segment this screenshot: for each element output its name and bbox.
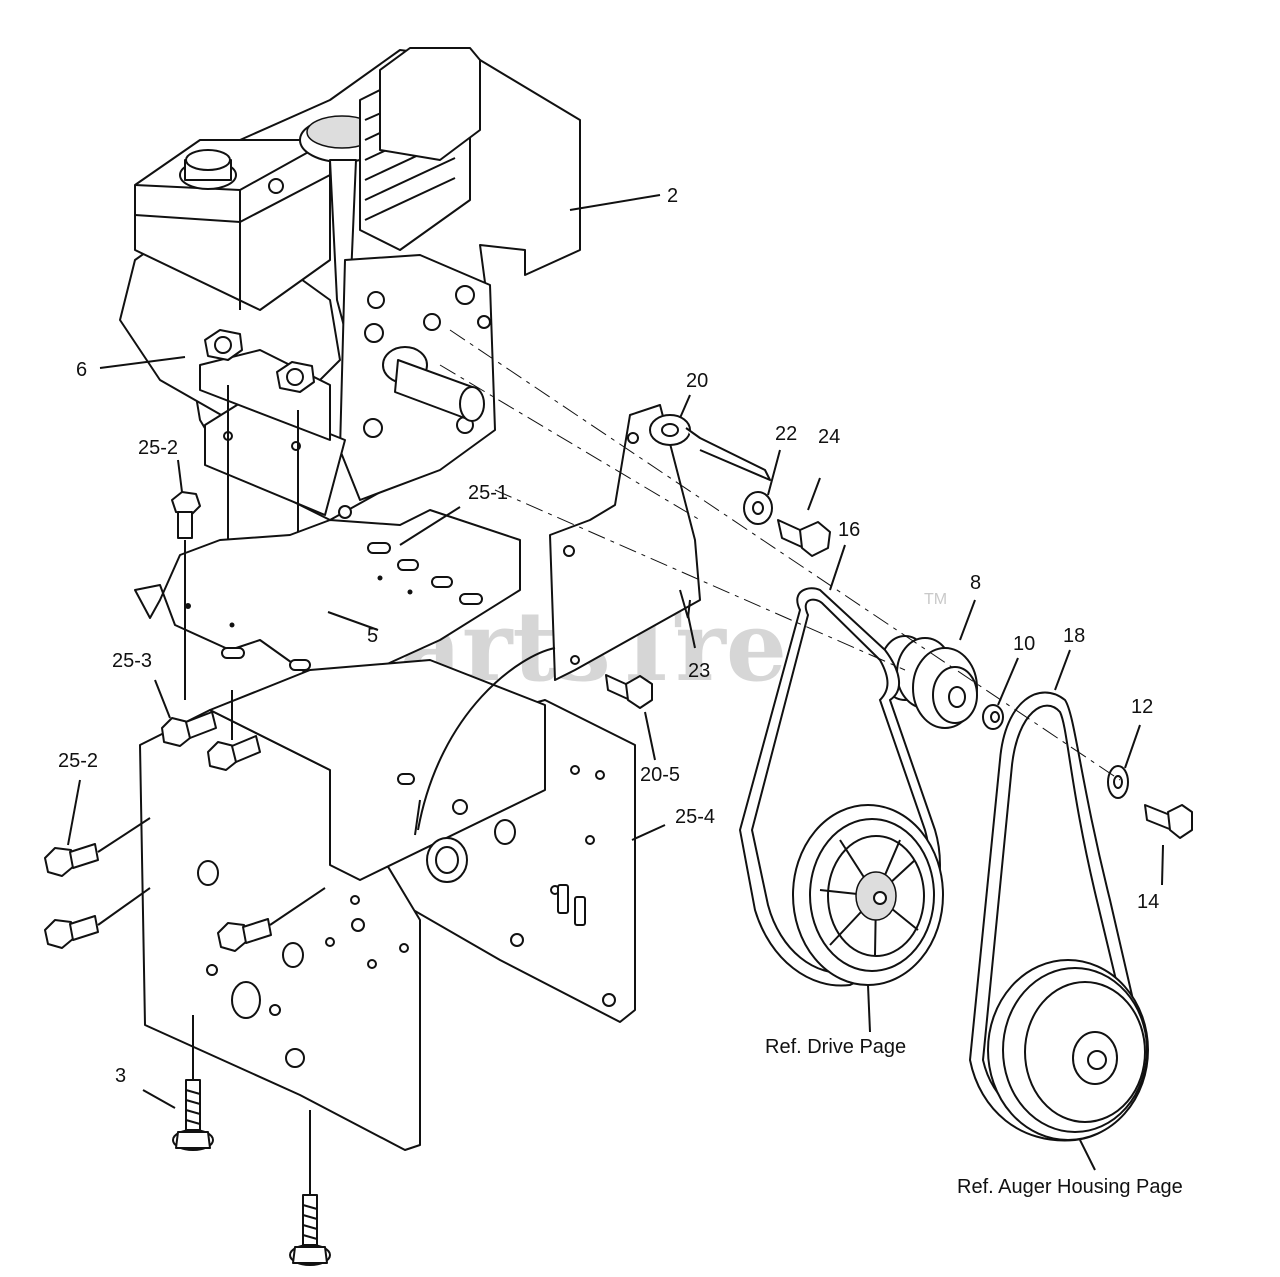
callout-25-2-upper: 25-2: [138, 437, 178, 459]
callout-20: 20: [686, 370, 708, 392]
callout-25-3: 25-3: [112, 650, 152, 672]
bolt-25-2-upper: [171, 491, 201, 539]
callout-25-4: 25-4: [675, 806, 715, 828]
callout-25-2-lower: 25-2: [58, 750, 98, 772]
engine: [119, 47, 581, 521]
mount-plate: [134, 509, 521, 691]
bracket: [549, 404, 701, 681]
callout-3: 3: [115, 1065, 126, 1087]
callout-23: 23: [688, 660, 710, 682]
bolt-24: [777, 519, 831, 557]
frame-housing: [139, 659, 636, 1151]
auger-pulley: [987, 959, 1149, 1141]
callout-5: 5: [367, 625, 378, 647]
bolt-14: [1144, 804, 1193, 839]
watermark-trademark: TM: [924, 591, 947, 608]
callout-12: 12: [1131, 696, 1153, 718]
callout-6: 6: [76, 359, 87, 381]
callout-20-5: 20-5: [640, 764, 680, 786]
callout-14: 14: [1137, 891, 1159, 913]
ref-auger-housing-page: Ref. Auger Housing Page: [957, 1176, 1183, 1198]
callout-16: 16: [838, 519, 860, 541]
callout-10: 10: [1013, 633, 1035, 655]
drive-pulley: [792, 804, 944, 986]
bolts-25-2-lower: [44, 843, 272, 952]
leader-lines: [67, 194, 1164, 1171]
callout-25-1: 25-1: [468, 482, 508, 504]
bolts-3: [172, 1079, 331, 1266]
callout-24: 24: [818, 426, 840, 448]
idler-arm: [649, 414, 771, 481]
ref-drive-page: Ref. Drive Page: [765, 1036, 906, 1058]
callout-8: 8: [970, 572, 981, 594]
callout-22: 22: [775, 423, 797, 445]
bolt-25-3: [161, 711, 261, 771]
bolt-20-5: [605, 674, 653, 709]
callout-18: 18: [1063, 625, 1085, 647]
callout-2: 2: [667, 185, 678, 207]
